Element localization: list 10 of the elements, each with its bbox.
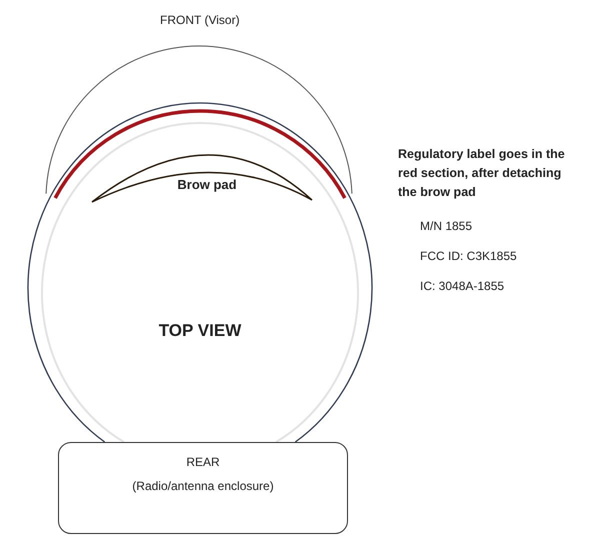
brow-pad-label: Brow pad [176,177,238,192]
view-title: TOP VIEW [158,321,242,341]
rear-description: (Radio/antenna enclosure) [131,479,275,493]
front-label: FRONT (Visor) [160,13,240,27]
rear-label: REAR [185,455,221,469]
ic-number: IC: 3048A-1855 [420,279,504,293]
regulatory-note: Regulatory label goes in the red section, after detaching the brow pad [398,146,566,201]
fcc-id: FCC ID: C3K1855 [420,249,517,263]
rear-enclosure-box [58,442,348,534]
model-number: M/N 1855 [420,219,472,233]
